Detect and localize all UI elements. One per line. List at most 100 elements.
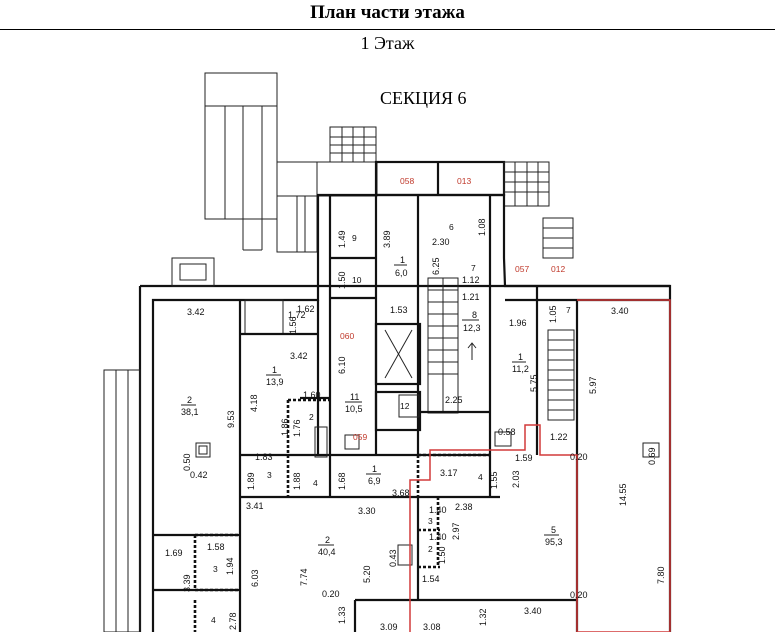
dimension: 1.68: [337, 472, 347, 490]
dimension: 1.40: [429, 532, 447, 542]
dimension: 4.18: [249, 394, 259, 412]
dimension: 3.30: [358, 506, 376, 516]
section-label: СЕКЦИЯ 6: [380, 88, 467, 108]
room-number: 7: [471, 263, 476, 273]
room-area: 10,5: [345, 404, 363, 414]
dimension: 6.03: [250, 569, 260, 587]
title-divider: [0, 29, 775, 30]
room-area: 6,9: [368, 476, 381, 486]
room-number: 9: [352, 233, 357, 243]
dimension: 1.60: [303, 390, 321, 400]
room-number: 10: [352, 275, 362, 285]
dimension: 3.41: [246, 501, 264, 511]
dimension: 3.89: [382, 230, 392, 248]
room-number: 4: [478, 472, 483, 482]
room-number: 1: [400, 255, 405, 265]
dimension: 1.96: [509, 318, 527, 328]
room-labels: 2 38,1 1 13,9 1 6,0 11 10,5 1 6,9 8 12,3…: [181, 222, 571, 625]
room-number: 8: [472, 310, 477, 320]
dimension: 1.12: [462, 275, 480, 285]
room-number: 2: [428, 544, 433, 554]
room-area: 40,4: [318, 547, 336, 557]
dimension: 9.53: [226, 410, 236, 428]
room-number: 7: [566, 305, 571, 315]
dimension: 1.76: [292, 419, 302, 437]
dimension: 1.55: [489, 471, 499, 489]
dimension: 1.83: [255, 452, 273, 462]
unit-code: 060: [340, 331, 354, 341]
unit-code: 012: [551, 264, 565, 274]
unit-code: 013: [457, 176, 471, 186]
dimension: 1.59: [515, 453, 533, 463]
room-number: 4: [211, 615, 216, 625]
room-number: 1: [272, 365, 277, 375]
dimension: 5.97: [588, 376, 598, 394]
dimension: 2.03: [511, 470, 521, 488]
dimension: 6.10: [337, 356, 347, 374]
dimension: 1.89: [246, 472, 256, 490]
dimension: 1.58: [207, 542, 225, 552]
room-area: 12,3: [463, 323, 481, 333]
dimension: 3.42: [290, 351, 308, 361]
dimension: 1.62: [297, 304, 315, 314]
room-number: 4: [313, 478, 318, 488]
room-number: 1: [372, 464, 377, 474]
dimension: 1.50: [337, 271, 347, 289]
dimension: 0.20: [322, 589, 340, 599]
unit-codes: 058 013 057 012 060 059: [340, 176, 565, 442]
dimension: 5.75: [529, 374, 539, 392]
dimension: 2.78: [228, 612, 238, 630]
dimension: 2.97: [451, 522, 461, 540]
room-number: 3: [213, 564, 218, 574]
dimension: 3.68: [392, 488, 410, 498]
dimension: 0.20: [570, 452, 588, 462]
dimension: 1.22: [550, 432, 568, 442]
room-number: 11: [350, 392, 359, 402]
dimension: 6.25: [431, 257, 441, 275]
dimension: 1.50: [437, 546, 447, 564]
dimension: 1.21: [462, 292, 480, 302]
dimension: 1.53: [390, 305, 408, 315]
room-number: 2: [309, 412, 314, 422]
dimension: 0.42: [190, 470, 208, 480]
dimension: 0.58: [498, 427, 516, 437]
room-number: 3: [267, 470, 272, 480]
dimension: 3.17: [440, 468, 458, 478]
dimension: 3.40: [524, 606, 542, 616]
dimension: 1.94: [225, 557, 235, 575]
unit-code: 057: [515, 264, 529, 274]
room-area: 95,3: [545, 537, 563, 547]
dimension: 2.38: [455, 502, 473, 512]
dimension: 1.88: [292, 472, 302, 490]
room-area: 6,0: [395, 268, 408, 278]
room-number: 1: [518, 352, 523, 362]
room-number: 3: [428, 516, 433, 526]
dimension: 1.40: [429, 505, 447, 515]
floor-label: 1 Этаж: [360, 33, 415, 53]
dimension: 7.74: [299, 568, 309, 586]
dimensions: 3.42 1.62 1.56 1.72 3.42 1.53 1.96 1.05 …: [165, 218, 666, 632]
dimension: 3.42: [187, 307, 205, 317]
room-number: 6: [449, 222, 454, 232]
room-number: 12: [400, 401, 410, 411]
stair-block: [204, 72, 278, 220]
room-number: 2: [187, 395, 192, 405]
unit-outline: [409, 299, 671, 632]
dimension: 1.56: [288, 316, 298, 334]
dimension: 3.09: [380, 622, 398, 632]
dimension: 7.80: [656, 566, 666, 584]
dimension: 1.72: [288, 310, 306, 320]
dimension: 1.08: [477, 218, 487, 236]
unit-code: 058: [400, 176, 414, 186]
dimension: 1.49: [337, 230, 347, 248]
dimension: 1.69: [165, 548, 183, 558]
dimension: 3.08: [423, 622, 441, 632]
dimension: 3.40: [611, 306, 629, 316]
dimension: 2.30: [432, 237, 450, 247]
dimension: 5.20: [362, 565, 372, 583]
room-area: 13,9: [266, 377, 284, 387]
dimension: 0.50: [182, 453, 192, 471]
room-area: 11,2: [512, 364, 529, 374]
unit-code: 059: [353, 432, 367, 442]
